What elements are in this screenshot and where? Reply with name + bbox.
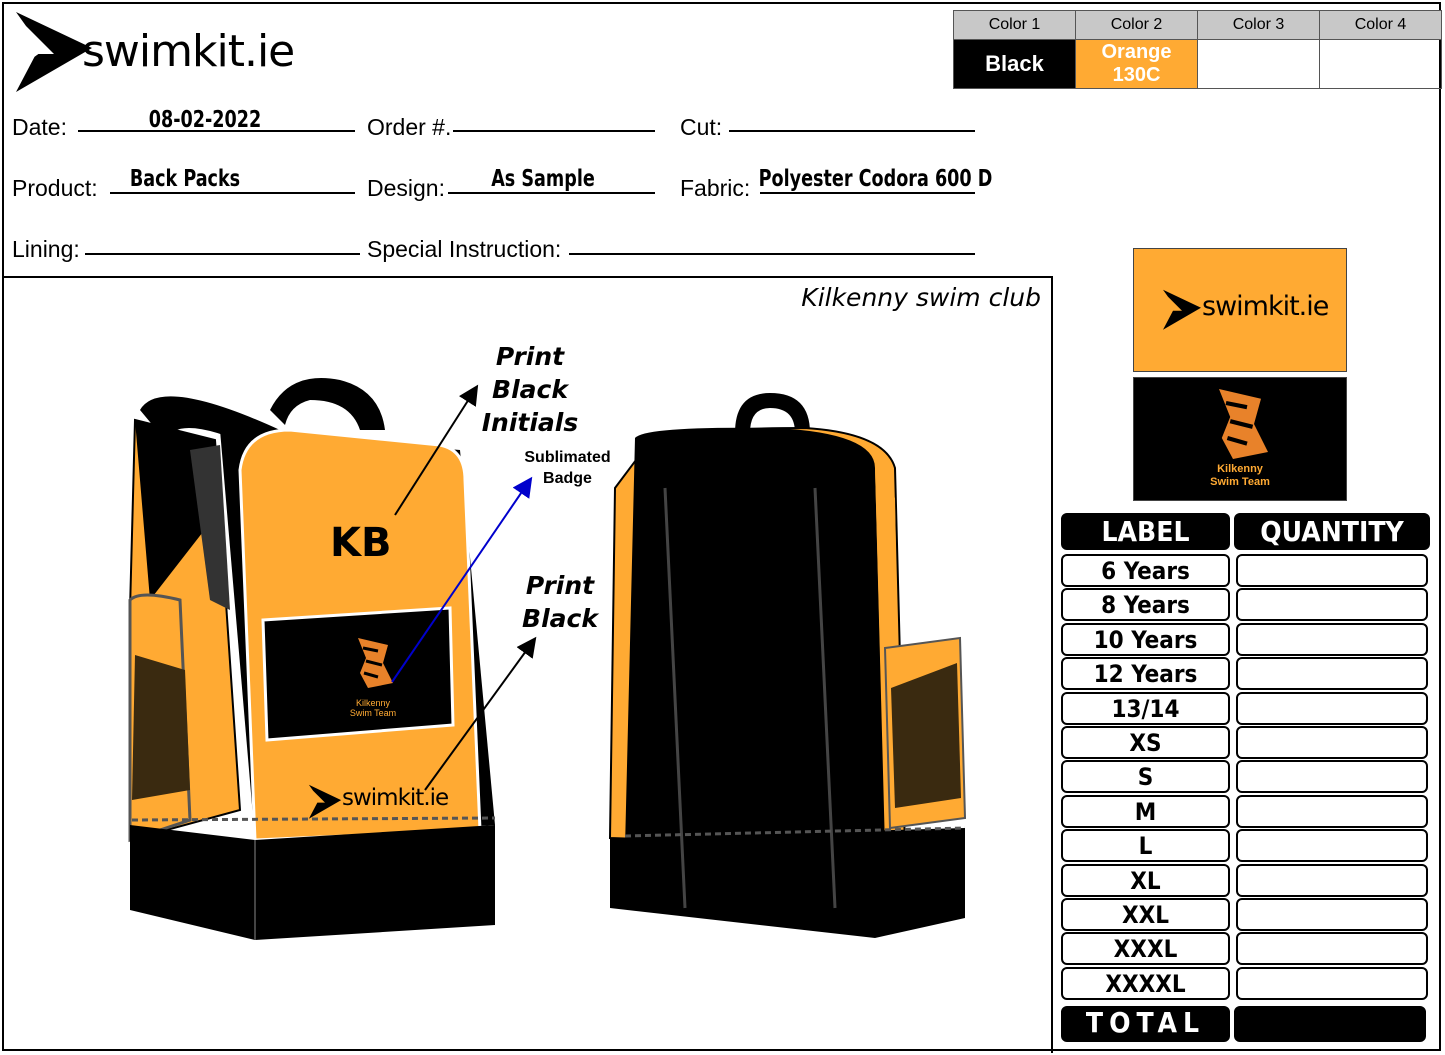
- annotation-print-initials-line-2: Initials: [481, 408, 579, 437]
- annotation-print-logo: Print Black: [515, 569, 605, 635]
- size-row-quantity-field[interactable]: [1236, 760, 1428, 793]
- size-row-label: 6 Years: [1061, 554, 1230, 587]
- backpack-front-drawing: [128, 378, 496, 940]
- initials-text: KB: [330, 520, 392, 566]
- badge-swatch: Kilkenny Swim Team: [1133, 377, 1347, 501]
- annotation-print-logo-line-2: Black: [522, 604, 598, 633]
- date-line: [78, 130, 355, 132]
- annotation-print-initials-line-1: Print Black: [492, 342, 568, 404]
- size-row-label: 8 Years: [1061, 588, 1230, 621]
- swimkit-chevron-icon: [308, 784, 342, 819]
- color-1-header: Color 1: [953, 10, 1076, 40]
- size-row-label: XXXL: [1061, 932, 1230, 965]
- size-row-quantity-field[interactable]: [1236, 657, 1428, 690]
- backpack-back-drawing: [608, 393, 967, 938]
- badge-swatch-text-1: Kilkenny: [1217, 463, 1263, 475]
- logo-text: swimkit.ie: [82, 26, 295, 77]
- bag-logo: swimkit.ie: [308, 782, 449, 822]
- order-line: [453, 130, 655, 132]
- size-row-quantity-field[interactable]: [1236, 588, 1428, 621]
- size-row-quantity-field[interactable]: [1236, 795, 1428, 828]
- fabric-label: Fabric:: [680, 175, 751, 201]
- color-4-header: Color 4: [1319, 10, 1442, 40]
- color-2-header: Color 2: [1075, 10, 1198, 40]
- drawing-panel: [2, 276, 1053, 1053]
- size-row-label: M: [1061, 795, 1230, 828]
- bag-badge: Kilkenny Swim Team: [338, 633, 408, 718]
- cut-label: Cut:: [680, 114, 723, 140]
- size-row-quantity-field[interactable]: [1236, 623, 1428, 656]
- color-3-header: Color 3: [1197, 10, 1320, 40]
- annotation-print-initials: Print Black Initials: [455, 340, 605, 439]
- color-4-value: [1319, 39, 1442, 89]
- order-label: Order #.: [367, 114, 452, 140]
- bag-badge-text-1: Kilkenny: [355, 698, 391, 708]
- size-row-quantity-field[interactable]: [1236, 967, 1428, 1000]
- design-value[interactable]: As Sample: [491, 166, 595, 192]
- tiger-icon: [358, 638, 393, 688]
- club-name: Kilkenny swim club: [801, 283, 1041, 312]
- size-row-label: 12 Years: [1061, 657, 1230, 690]
- annotation-print-logo-line-1: Print: [525, 571, 595, 600]
- swimkit-logo: swimkit.ie: [14, 10, 295, 95]
- color-2-value: Orange 130C: [1075, 39, 1198, 89]
- date-value[interactable]: 08-02-2022: [148, 107, 262, 133]
- bag-badge-text-2: Swim Team: [349, 708, 397, 718]
- color-3-value: [1197, 39, 1320, 89]
- size-row-quantity-field[interactable]: [1236, 932, 1428, 965]
- cut-line: [729, 130, 975, 132]
- product-label: Product:: [12, 175, 98, 201]
- lining-label: Lining:: [12, 236, 80, 262]
- size-row-label: XL: [1061, 864, 1230, 897]
- orange-logo-swatch-text: swimkit.ie: [1202, 291, 1329, 322]
- lining-line: [85, 253, 360, 255]
- swimkit-chevron-icon: [16, 12, 92, 92]
- size-table-total-label: TOTAL: [1061, 1006, 1230, 1042]
- design-label: Design:: [367, 175, 445, 201]
- bag-logo-text: swimkit.ie: [342, 785, 449, 811]
- product-value[interactable]: Back Packs: [129, 166, 241, 192]
- size-row-label: XS: [1061, 726, 1230, 759]
- tiger-icon: [1219, 389, 1268, 459]
- size-row-quantity-field[interactable]: [1236, 726, 1428, 759]
- size-table-header-quantity: QUANTITY: [1234, 513, 1430, 550]
- size-row-label: L: [1061, 829, 1230, 862]
- annotation-sublimated-badge-line-1: Sublimated: [524, 449, 611, 466]
- size-row-quantity-field[interactable]: [1236, 864, 1428, 897]
- design-line: [448, 192, 655, 194]
- size-row-label: XXXXL: [1061, 967, 1230, 1000]
- size-table-total-value[interactable]: [1234, 1006, 1426, 1042]
- size-row-quantity-field[interactable]: [1236, 829, 1428, 862]
- size-row-label: S: [1061, 760, 1230, 793]
- product-line: [110, 192, 355, 194]
- size-row-quantity-field[interactable]: [1236, 554, 1428, 587]
- size-table-header-label: LABEL: [1061, 513, 1230, 550]
- color-table: Color 1 Color 2 Color 3 Color 4 Black Or…: [953, 10, 1442, 89]
- size-row-label: XXL: [1061, 898, 1230, 931]
- color-1-value: Black: [953, 39, 1076, 89]
- special-instruction-label: Special Instruction:: [367, 236, 562, 262]
- size-row-quantity-field[interactable]: [1236, 898, 1428, 931]
- badge-swatch-text-2: Swim Team: [1210, 476, 1270, 488]
- annotation-sublimated-badge: Sublimated Badge: [510, 447, 625, 489]
- fabric-line: [760, 192, 975, 194]
- special-instruction-line: [569, 253, 975, 255]
- date-label: Date:: [12, 114, 67, 140]
- annotation-sublimated-badge-line-2: Badge: [543, 470, 592, 487]
- size-row-label: 13/14: [1061, 692, 1230, 725]
- size-row-label: 10 Years: [1061, 623, 1230, 656]
- size-row-quantity-field[interactable]: [1236, 692, 1428, 725]
- swimkit-chevron-icon: [1163, 289, 1201, 330]
- fabric-value[interactable]: Polyester Codora 600 D: [758, 166, 993, 192]
- orange-logo-swatch: swimkit.ie: [1133, 248, 1347, 372]
